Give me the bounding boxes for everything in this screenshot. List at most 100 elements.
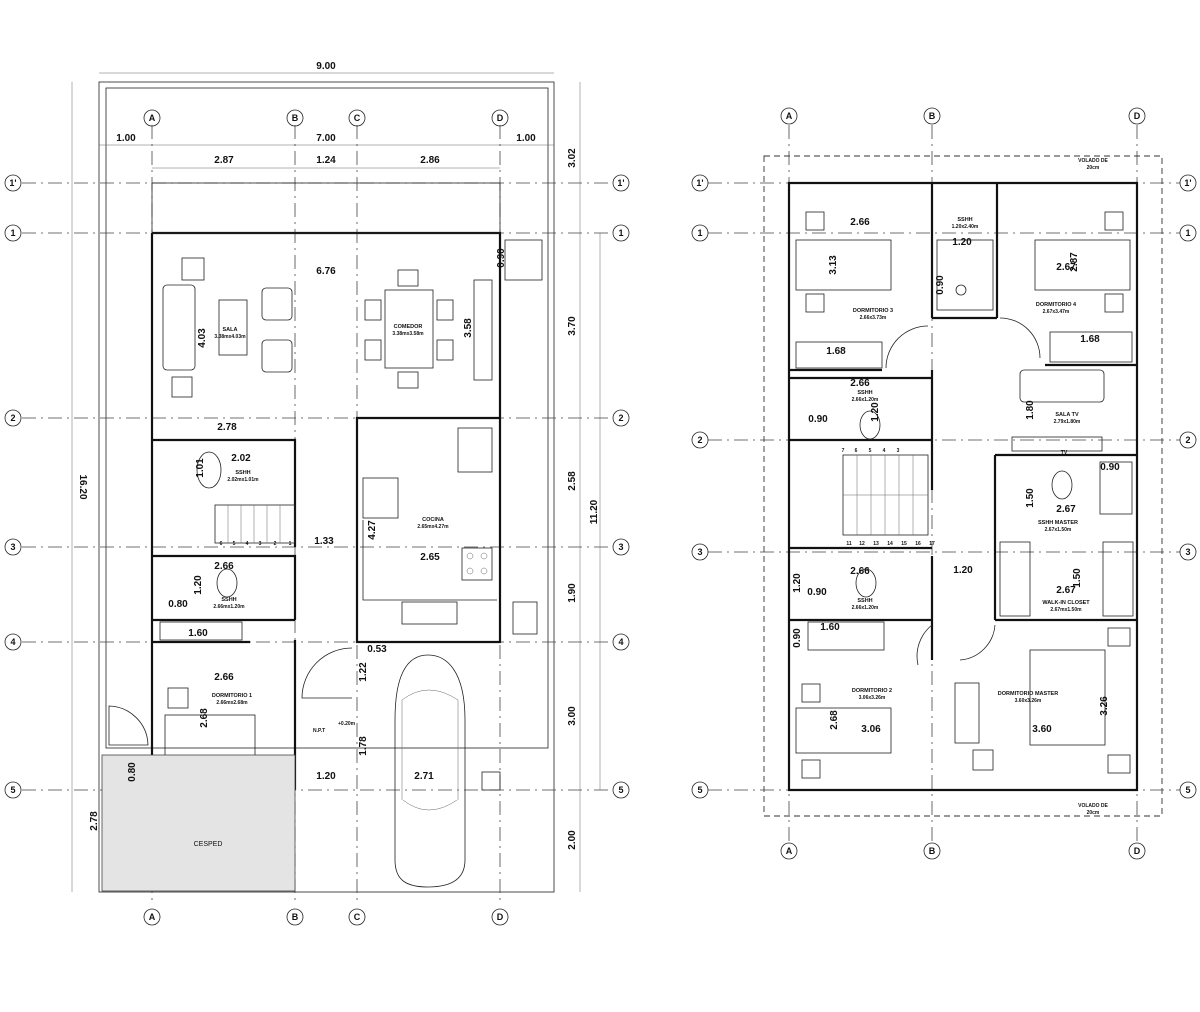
svg-text:11: 11 — [846, 541, 852, 547]
dim-sshh-lower-height: 1.20 — [193, 575, 204, 595]
dim-right-total: 11.20 — [589, 499, 600, 524]
bed-dorm2 — [795, 707, 892, 754]
sideboard — [473, 279, 493, 381]
axis-bubble-b-bottom: B — [286, 908, 304, 926]
upper-floor-plan: VOLADO DE 20cm VOLADO DE 20cm A B D A B … — [691, 107, 1197, 860]
dim-laundry: 0.90 — [496, 248, 507, 268]
dim-sshh-upper-width: 2.02 — [231, 453, 251, 464]
upper-row-1-right: 1 — [1179, 224, 1197, 242]
dim-sala-width: 6.76 — [316, 266, 336, 277]
svg-text:3: 3 — [697, 547, 702, 557]
upper-walls — [787, 181, 1139, 792]
garden-area — [101, 754, 296, 892]
svg-text:12: 12 — [859, 541, 865, 547]
svg-text:5: 5 — [1185, 785, 1190, 795]
svg-text:2: 2 — [1185, 435, 1190, 445]
room-name-cocina: COCINA — [422, 517, 444, 523]
svg-text:7: 7 — [842, 448, 845, 454]
svg-text:3: 3 — [1185, 547, 1190, 557]
svg-text:5: 5 — [10, 785, 15, 795]
nightstand-ma — [1107, 627, 1131, 647]
dim-sshh-master-width: 2.67 — [1056, 504, 1076, 515]
dim-053: 0.53 — [367, 644, 387, 655]
svg-text:C: C — [354, 113, 361, 123]
door-dorm3 — [885, 325, 929, 369]
upper-row-5-right: 5 — [1179, 781, 1197, 799]
dim-dorm1-height: 2.68 — [199, 708, 210, 728]
room-name-sala: SALA — [223, 327, 238, 333]
svg-text:3: 3 — [897, 448, 900, 454]
nightstand-d2a — [801, 683, 821, 703]
overall-depth-dim: 16.20 — [77, 474, 88, 499]
dim-sshh-master-height: 1.50 — [1025, 488, 1036, 508]
coffee-table — [218, 299, 248, 356]
dim-sshh-low-height: 1.20 — [792, 573, 803, 593]
svg-text:D: D — [497, 113, 504, 123]
upper-row-3-left: 3 — [691, 543, 709, 561]
room-size-comedor: 3.38mx3.58m — [392, 331, 424, 337]
dim-dorm1-width: 2.66 — [214, 672, 234, 683]
tv-sofa — [1019, 369, 1105, 403]
dim-sshh-upper-height: 1.01 — [195, 458, 206, 478]
svg-text:B: B — [929, 846, 936, 856]
upper-stairs: 7 6 5 4 3 11 12 13 14 15 16 17 — [842, 448, 935, 547]
axis-bubble-c-bottom: C — [348, 908, 366, 926]
room-name-dorm1: DORMITORIO 1 — [212, 693, 252, 699]
fridge — [457, 427, 493, 473]
npt-level: +0.20m — [338, 721, 356, 727]
svg-text:4: 4 — [618, 637, 623, 647]
svg-text:6: 6 — [220, 541, 223, 547]
dining-chair-top — [397, 269, 419, 287]
svg-text:3: 3 — [259, 541, 262, 547]
svg-text:A: A — [786, 111, 793, 121]
dim-right-1: 3.02 — [567, 148, 578, 168]
toilet-master — [1051, 470, 1073, 500]
nightstand-1 — [167, 687, 189, 709]
dim-closet-160: 1.60 — [188, 628, 208, 639]
row-bubble-2-right: 2 — [612, 409, 630, 427]
axis-bubble-a-bottom: A — [143, 908, 161, 926]
dim-120: 1.20 — [316, 771, 336, 782]
room-size-dorm2: 3.06x3.26m — [859, 695, 886, 701]
dim-dorm2-height: 2.68 — [829, 710, 840, 730]
desk — [954, 682, 980, 744]
axis-bubble-a-top: A — [143, 109, 161, 127]
toilet-lower — [216, 568, 238, 598]
room-name-walkin: WALK-IN CLOSET — [1042, 600, 1090, 606]
dim-upper-hall: 1.20 — [953, 565, 973, 576]
closet-rack-left — [999, 541, 1031, 617]
dim-dorm3-width: 2.66 — [850, 217, 870, 228]
svg-text:5: 5 — [618, 785, 623, 795]
room-name-dorm4: DORMITORIO 4 — [1036, 302, 1077, 308]
kitchen-counter — [362, 477, 399, 519]
room-size-sshh-mid: 2.66x1.20m — [852, 397, 879, 403]
dim-closet-dorm2: 1.60 — [820, 622, 840, 633]
svg-text:15: 15 — [901, 541, 907, 547]
toilet-upper — [196, 451, 222, 489]
dim-080b: 0.80 — [127, 762, 138, 782]
armchair-1 — [261, 287, 293, 321]
dim-sub-3: 2.86 — [420, 155, 440, 166]
room-size-sshh-low: 2.66x1.20m — [852, 605, 879, 611]
dim-top-center: 7.00 — [316, 133, 336, 144]
upper-axis-b-top: B — [923, 107, 941, 125]
dining-table — [384, 289, 434, 369]
garden-door — [108, 705, 149, 746]
closet-rack-right — [1102, 541, 1134, 617]
dim-sub-1: 2.87 — [214, 155, 234, 166]
room-name-cesped: CESPED — [194, 841, 223, 848]
tv-label: TV — [1061, 450, 1068, 456]
dim-271: 2.71 — [414, 771, 434, 782]
nightstand-mb — [1107, 754, 1131, 774]
svg-text:A: A — [786, 846, 793, 856]
upper-axis-d-bottom: D — [1128, 842, 1146, 860]
svg-text:1: 1 — [697, 228, 702, 238]
row-bubble-2-left: 2 — [4, 409, 22, 427]
sofa — [162, 284, 196, 371]
volado-outline — [763, 155, 1163, 817]
dim-top-left: 1.00 — [116, 133, 136, 144]
dim-sala-height: 4.03 — [197, 328, 208, 348]
bed-dorm4 — [1034, 239, 1131, 291]
dim-right-6: 2.00 — [567, 830, 578, 850]
shower-master — [1099, 461, 1133, 515]
